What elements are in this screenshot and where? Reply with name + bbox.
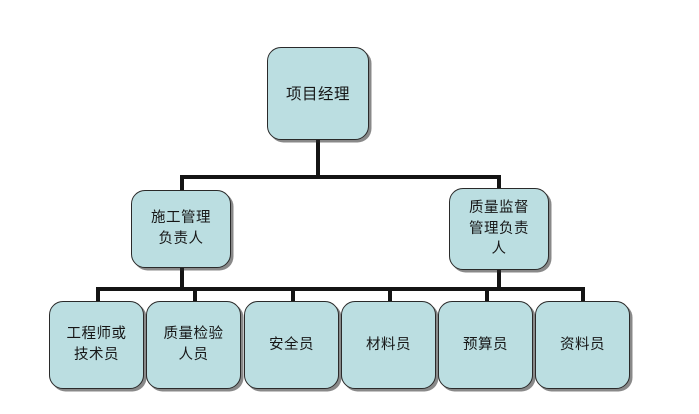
connector-level2-bus — [180, 175, 501, 179]
node-construction-management-lead-label: 施工管理 负责人 — [151, 210, 211, 247]
connector-right-branch-stem — [497, 268, 501, 290]
node-safety-officer[interactable]: 安全员 — [244, 301, 339, 389]
connector-level3-drop-3 — [291, 287, 295, 303]
connector-root-stem — [316, 139, 320, 177]
node-construction-management-lead[interactable]: 施工管理 负责人 — [131, 190, 231, 268]
node-engineer-or-technician[interactable]: 工程师或 技术员 — [49, 301, 144, 389]
node-records-officer-label: 资料员 — [560, 336, 605, 353]
connector-level2-left-drop — [180, 175, 184, 192]
connector-level3-drop-6 — [581, 287, 585, 303]
node-project-manager[interactable]: 项目经理 — [267, 47, 369, 140]
node-quality-inspection-staff-label: 质量检验 人员 — [163, 326, 224, 363]
node-budget-officer[interactable]: 预算员 — [438, 301, 533, 389]
connector-level3-drop-2 — [193, 287, 197, 303]
node-quality-supervision-lead-label: 质量监督 管理负责 人 — [469, 200, 529, 258]
connector-level3-drop-5 — [485, 287, 489, 303]
node-materials-officer[interactable]: 材料员 — [341, 301, 436, 389]
node-safety-officer-label: 安全员 — [269, 336, 314, 353]
connector-left-branch-stem — [180, 266, 184, 290]
connector-level3-drop-4 — [388, 287, 392, 303]
node-quality-supervision-lead[interactable]: 质量监督 管理负责 人 — [449, 188, 549, 270]
node-records-officer[interactable]: 资料员 — [535, 301, 630, 389]
node-materials-officer-label: 材料员 — [366, 336, 411, 353]
connector-level2-right-drop — [497, 175, 501, 192]
node-engineer-or-technician-label: 工程师或 技术员 — [66, 326, 127, 363]
node-budget-officer-label: 预算员 — [463, 336, 508, 353]
connector-level3-bus — [96, 287, 584, 291]
connector-level3-drop-1 — [96, 287, 100, 303]
node-project-manager-label: 项目经理 — [285, 84, 350, 103]
node-quality-inspection-staff[interactable]: 质量检验 人员 — [146, 301, 241, 389]
